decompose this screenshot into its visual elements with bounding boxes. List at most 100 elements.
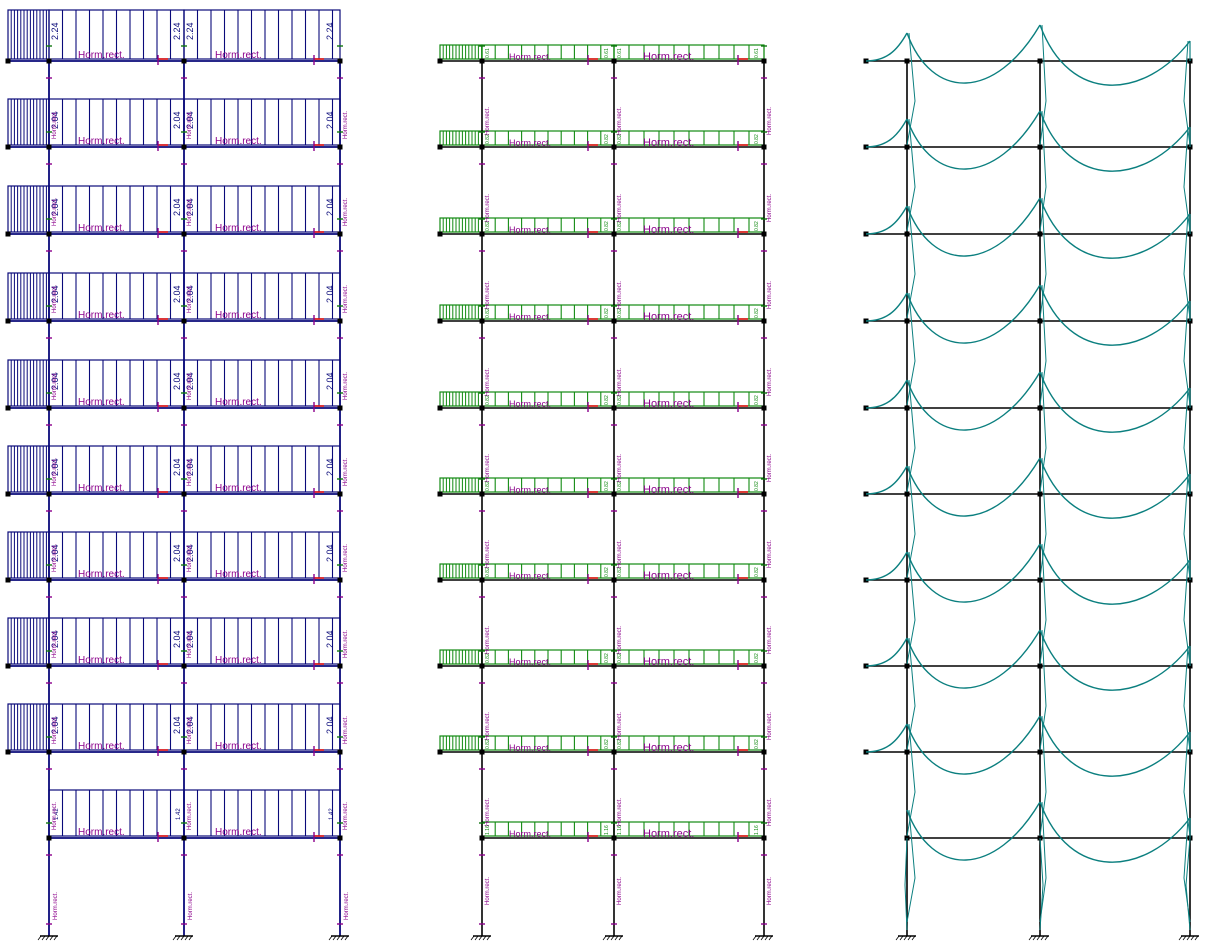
node-marker [46,318,52,324]
support-hatch [899,935,904,941]
node-marker [904,405,910,411]
node-marker [611,491,617,497]
node-marker [337,577,343,583]
node-marker [479,577,485,583]
load-value: 1.16 [617,825,623,835]
column-section-label: Horm.rect. [52,285,58,313]
support-hatch [49,935,54,941]
support-hatch [618,935,623,941]
beam-section-label: Horm.rect. [215,136,262,147]
column-section-label: Horm.rect. [767,626,773,654]
node-marker [337,405,343,411]
node-marker [181,144,187,150]
support-hatch [1190,935,1195,941]
node-marker [1037,405,1043,411]
column-moment [1183,559,1191,665]
moment-curve [865,292,908,322]
support-hatch [1040,935,1045,941]
moment-curve [865,637,908,667]
node-marker [46,405,52,411]
moment-curve [906,371,1041,431]
support-hatch [1182,935,1187,941]
column-section-label: Horm.rect. [485,540,491,568]
beam-section-label: Horm.rect. [643,137,694,149]
node-marker [611,663,617,669]
load-value: 2.04 [172,716,182,734]
column-moment [1183,731,1191,837]
support-hatch [1036,935,1041,941]
support-hatch [1028,935,1033,941]
load-value: 0.82 [754,567,760,577]
load-value: 2.04 [185,716,195,734]
node-marker [437,405,443,411]
load-value: 2.04 [172,198,182,216]
node-marker [761,144,767,150]
load-value: 2.04 [325,372,335,390]
node-marker [181,749,187,755]
column-moment [1039,110,1047,232]
node-marker [437,491,443,497]
load-value: 2.04 [172,630,182,648]
node-marker [181,318,187,324]
column-moment [1039,284,1047,406]
node-marker [337,318,343,324]
node-marker [1037,318,1043,324]
support-hatch [768,935,773,941]
support-hatch [1178,935,1183,941]
distributed-load [183,617,341,665]
load-value: 2.04 [185,111,195,129]
column-section-label: Horm.rect. [187,630,193,658]
node-marker [479,318,485,324]
load-value: 0.82 [754,739,760,749]
node-marker [1037,577,1043,583]
column-section-label: Horm.rect. [485,194,491,222]
column-moment [1183,645,1191,751]
column-section-label: Horm.rect. [343,458,349,486]
beam-section-label: Horm.rect. [78,136,125,147]
node-marker [5,318,11,324]
node-marker [5,144,11,150]
moment-curve [865,723,908,753]
node-marker [904,491,910,497]
node-marker [337,835,343,841]
support-hatch [336,935,341,941]
load-value: 0.82 [604,739,610,749]
load-value: 2.24 [185,22,195,40]
support-hatch [602,935,607,941]
load-value: 0.82 [604,395,610,405]
node-marker [5,491,11,497]
node-marker [761,835,767,841]
load-value: 0.82 [754,653,760,663]
beam-section-label: Horm.rect. [643,224,694,236]
column-section-label: Horm.rect. [485,368,491,396]
moment-curve [865,379,908,409]
load-value: 2.04 [50,285,60,303]
column-section-label: Horm.rect. [617,194,623,222]
column-moment [1039,629,1047,751]
node-marker [904,577,910,583]
node-marker [5,577,11,583]
node-marker [437,144,443,150]
support-hatch [188,935,193,941]
moment-curve [906,457,1041,517]
column-section-label: Horm.rect. [617,877,623,905]
node-marker [479,58,485,64]
load-value: 0.82 [754,481,760,491]
support-hatch [176,935,181,941]
load-value: 2.04 [172,372,182,390]
load-value: 0.82 [754,308,760,318]
moment-curve [1039,110,1191,172]
node-marker [46,58,52,64]
support-hatch [474,935,479,941]
node-marker [437,749,443,755]
column-moment [1039,197,1047,319]
column-section-label: Horm.rect. [187,802,193,830]
node-marker [181,231,187,237]
node-marker [337,144,343,150]
node-marker [1037,663,1043,669]
load-value: 2.04 [50,198,60,216]
support-hatch [332,935,337,941]
load-value: 0.82 [754,221,760,231]
moment-curve [906,110,1041,170]
column-section-label: Horm.rect. [767,194,773,222]
